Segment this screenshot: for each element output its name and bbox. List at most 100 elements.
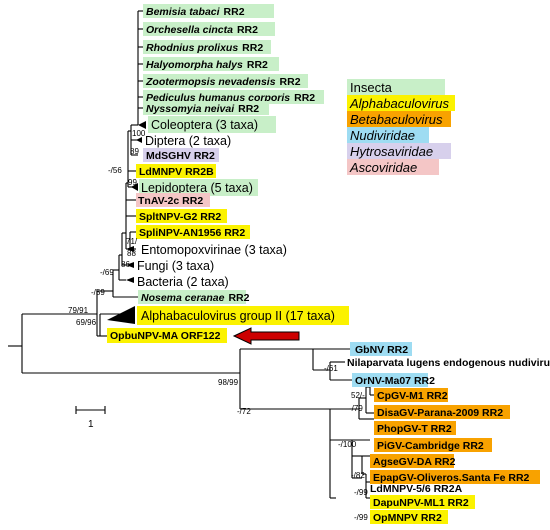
support-value: 86	[121, 260, 130, 269]
support-value: -/61	[324, 364, 338, 373]
support-value: 52/-	[351, 391, 365, 400]
taxon-opbu: OpbuNPV-MA ORF122	[110, 330, 221, 342]
legend-swatch-insecta	[347, 79, 445, 95]
legend-swatch-alpha	[347, 95, 455, 111]
legend-swatch-asco	[347, 159, 439, 175]
collapsed-clade-fungi	[126, 262, 134, 268]
taxon-ldmnpv: LdMNPV RR2B	[139, 166, 214, 178]
bg-splt	[136, 209, 227, 223]
taxon-diptera: Diptera (2 taxa)	[145, 134, 231, 148]
support-value: -/99	[354, 488, 368, 497]
bg-ldmnpv	[136, 164, 216, 178]
legend-swatch-beta	[347, 111, 451, 127]
taxon-pigv: PiGV-Cambridge RR2	[377, 440, 484, 452]
taxon-phopgv: PhopGV-T RR2	[377, 423, 452, 435]
support-value: 100	[132, 129, 146, 138]
support-value: -/100	[338, 440, 357, 449]
support-value: 79/91	[68, 306, 89, 315]
bg-nyssomyia	[143, 101, 269, 115]
bg-orchesella	[143, 22, 275, 36]
bg-pigv	[374, 438, 492, 452]
bg-agsegv	[370, 454, 454, 468]
taxon-opmnpv: OpMNPV RR2	[373, 512, 442, 524]
collapsed-clade-bacteria	[126, 277, 134, 283]
taxon-tnav: TnAV-2c RR2	[138, 195, 203, 207]
collapsed-clade-diptera	[136, 137, 142, 143]
taxon-fungi: Fungi (3 taxa)	[137, 259, 214, 273]
bg-coleoptera	[148, 116, 276, 133]
support-value: 69/96	[76, 318, 97, 327]
support-value: 98/99	[218, 378, 239, 387]
legend-alphabaculovirus: Alphabaculovirus	[349, 96, 450, 111]
legend-hytrosaviridae: Hytrosaviridae	[350, 144, 433, 159]
bg-spli	[136, 225, 250, 239]
other-taxa: MdSGHV RR2 LdMNPV RR2B TnAV-2c RR2 SpltN…	[107, 148, 550, 524]
bg-pediculus	[143, 90, 324, 104]
taxon-alphagroup: Alphabaculovirus group II (17 taxa)	[141, 309, 335, 323]
bg-mdsghv	[143, 148, 219, 162]
bg-epapgv	[370, 470, 540, 484]
support-value: 88	[127, 249, 136, 258]
bg-lepidoptera	[139, 179, 258, 196]
bg-opmnpv	[370, 510, 448, 524]
collapsed-clade-coleoptera	[138, 121, 146, 129]
collapsed-clade-lepidoptera	[131, 183, 138, 191]
taxon-splt: SpltNPV-G2 RR2	[139, 211, 221, 223]
support-value: 99	[128, 178, 137, 187]
bg-phopgv	[374, 421, 456, 435]
red-arrow-icon	[232, 327, 300, 345]
support-values: 100 89 -/56 99 71/ 88 86 -/69 -/59 79/91…	[68, 129, 368, 522]
legend: Insecta Alphabaculovirus Betabaculovirus…	[347, 79, 455, 175]
bg-alphagroup	[137, 306, 349, 325]
scale-bar-label: 1	[88, 419, 94, 430]
taxon-entomopox: Entomopoxvirinae (3 taxa)	[141, 243, 287, 257]
support-value: 89	[130, 147, 139, 156]
support-value: -/82	[351, 471, 365, 480]
taxon-disagv: DisaGV-Parana-2009 RR2	[377, 407, 503, 419]
taxon-lepidoptera: Lepidoptera (5 taxa)	[141, 181, 253, 195]
tree-branches	[8, 10, 374, 499]
collapsed-clade-alphabaculovirus	[107, 306, 135, 324]
support-value: 71/	[126, 237, 138, 246]
support-value: -/72	[237, 407, 251, 416]
taxon-bacteria: Bacteria (2 taxa)	[137, 275, 229, 289]
bg-zootermopsis	[143, 74, 308, 88]
taxon-spli: SpliNPV-AN1956 RR2	[139, 227, 245, 239]
bg-cpgv	[374, 388, 448, 402]
bg-halyomorpha	[143, 57, 279, 71]
taxon-nilaparvata: Nilaparvata lugens endogenous nudivirus …	[347, 357, 550, 369]
bg-tnav	[136, 193, 210, 207]
scale-bar: 1	[75, 406, 106, 430]
bg-bemisia	[143, 4, 274, 18]
support-value: -/56	[108, 166, 122, 175]
taxon-gbnv: GbNV RR2	[355, 344, 408, 356]
bg-gbnv	[350, 342, 412, 356]
legend-insecta: Insecta	[350, 80, 393, 95]
legend-swatch-hytroso	[347, 143, 451, 159]
bg-disagv	[374, 405, 510, 419]
taxon-ornv: OrNV-Ma07 RR2	[355, 375, 435, 387]
bg-ornv	[352, 373, 428, 387]
taxon-cpgv: CpGV-M1 RR2	[377, 390, 448, 402]
support-value: -/99	[354, 513, 368, 522]
taxon-agsegv: AgseGV-DA RR2	[373, 456, 456, 468]
bg-opbu	[107, 328, 227, 343]
taxon-ldmnpv2: LdMNPV-5/6 RR2A	[370, 483, 463, 495]
taxon-mdsghv: MdSGHV RR2	[146, 150, 215, 162]
bg-nosema	[138, 290, 246, 304]
legend-betabaculovirus: Betabaculovirus	[350, 112, 443, 127]
taxon-coleoptera: Coleoptera (3 taxa)	[151, 118, 258, 132]
taxon-dapunpv: DapuNPV-ML1 RR2	[373, 497, 469, 509]
legend-swatch-nudi	[347, 127, 429, 143]
taxon-epapgv: EpapGV-Oliveros.Santa Fe RR2	[373, 472, 530, 484]
bg-dapunpv	[370, 495, 475, 509]
legend-ascoviridae: Ascoviridae	[349, 160, 417, 175]
collapsed-clades	[107, 121, 146, 324]
